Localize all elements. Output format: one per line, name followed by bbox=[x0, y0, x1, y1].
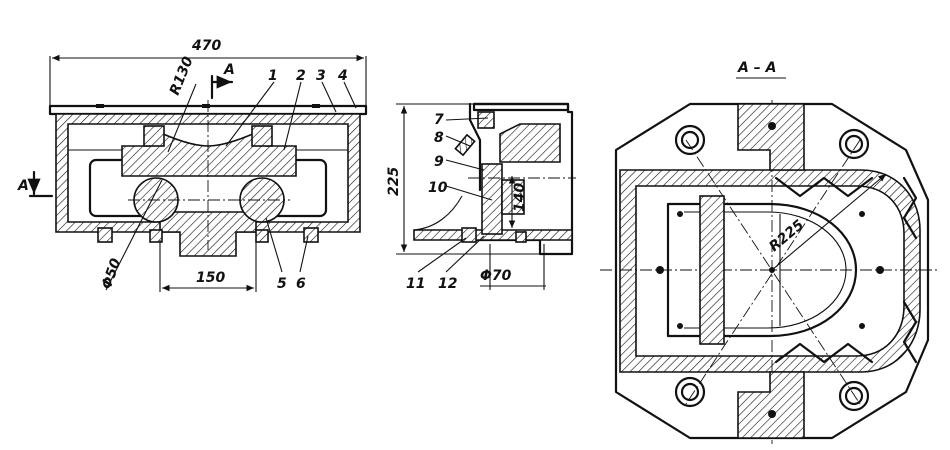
section-view-a-a: A – A bbox=[600, 60, 940, 444]
bolt-top-left bbox=[674, 124, 706, 156]
side-view: 225 140 Φ70 7 8 9 10 11 12 bbox=[386, 102, 576, 292]
section-title: A – A bbox=[737, 60, 776, 76]
callout-2: 2 bbox=[296, 68, 306, 84]
dim-r130: R130 bbox=[167, 54, 197, 97]
bolt-bottom-right bbox=[838, 380, 870, 412]
bolt-top-right bbox=[838, 128, 870, 160]
callout-4: 4 bbox=[337, 68, 348, 84]
callout-6: 6 bbox=[296, 276, 306, 292]
callout-10: 10 bbox=[428, 180, 448, 196]
dim-width-470: 470 bbox=[191, 38, 221, 54]
front-view: 470 A A R130 bbox=[17, 38, 368, 292]
callout-5: 5 bbox=[277, 276, 287, 292]
callout-12: 12 bbox=[438, 276, 457, 292]
callout-11: 11 bbox=[406, 276, 425, 292]
section-mark-top: A bbox=[223, 62, 235, 78]
bolt-bottom-left bbox=[674, 376, 706, 408]
callout-1: 1 bbox=[268, 68, 278, 84]
callout-3: 3 bbox=[316, 68, 326, 84]
dim-inner-140: 140 bbox=[512, 183, 528, 212]
callout-8: 8 bbox=[434, 130, 444, 146]
dim-phi50: Φ50 bbox=[99, 256, 125, 291]
housing-wall bbox=[55, 113, 361, 233]
dim-spacing-150: 150 bbox=[196, 270, 225, 286]
dim-height-225: 225 bbox=[386, 167, 402, 196]
dim-bore-phi70: Φ70 bbox=[480, 268, 512, 284]
callout-9: 9 bbox=[434, 154, 444, 170]
callout-7: 7 bbox=[434, 112, 444, 128]
section-mark-left: A bbox=[17, 178, 29, 194]
dim-r225: R225 bbox=[766, 217, 807, 255]
